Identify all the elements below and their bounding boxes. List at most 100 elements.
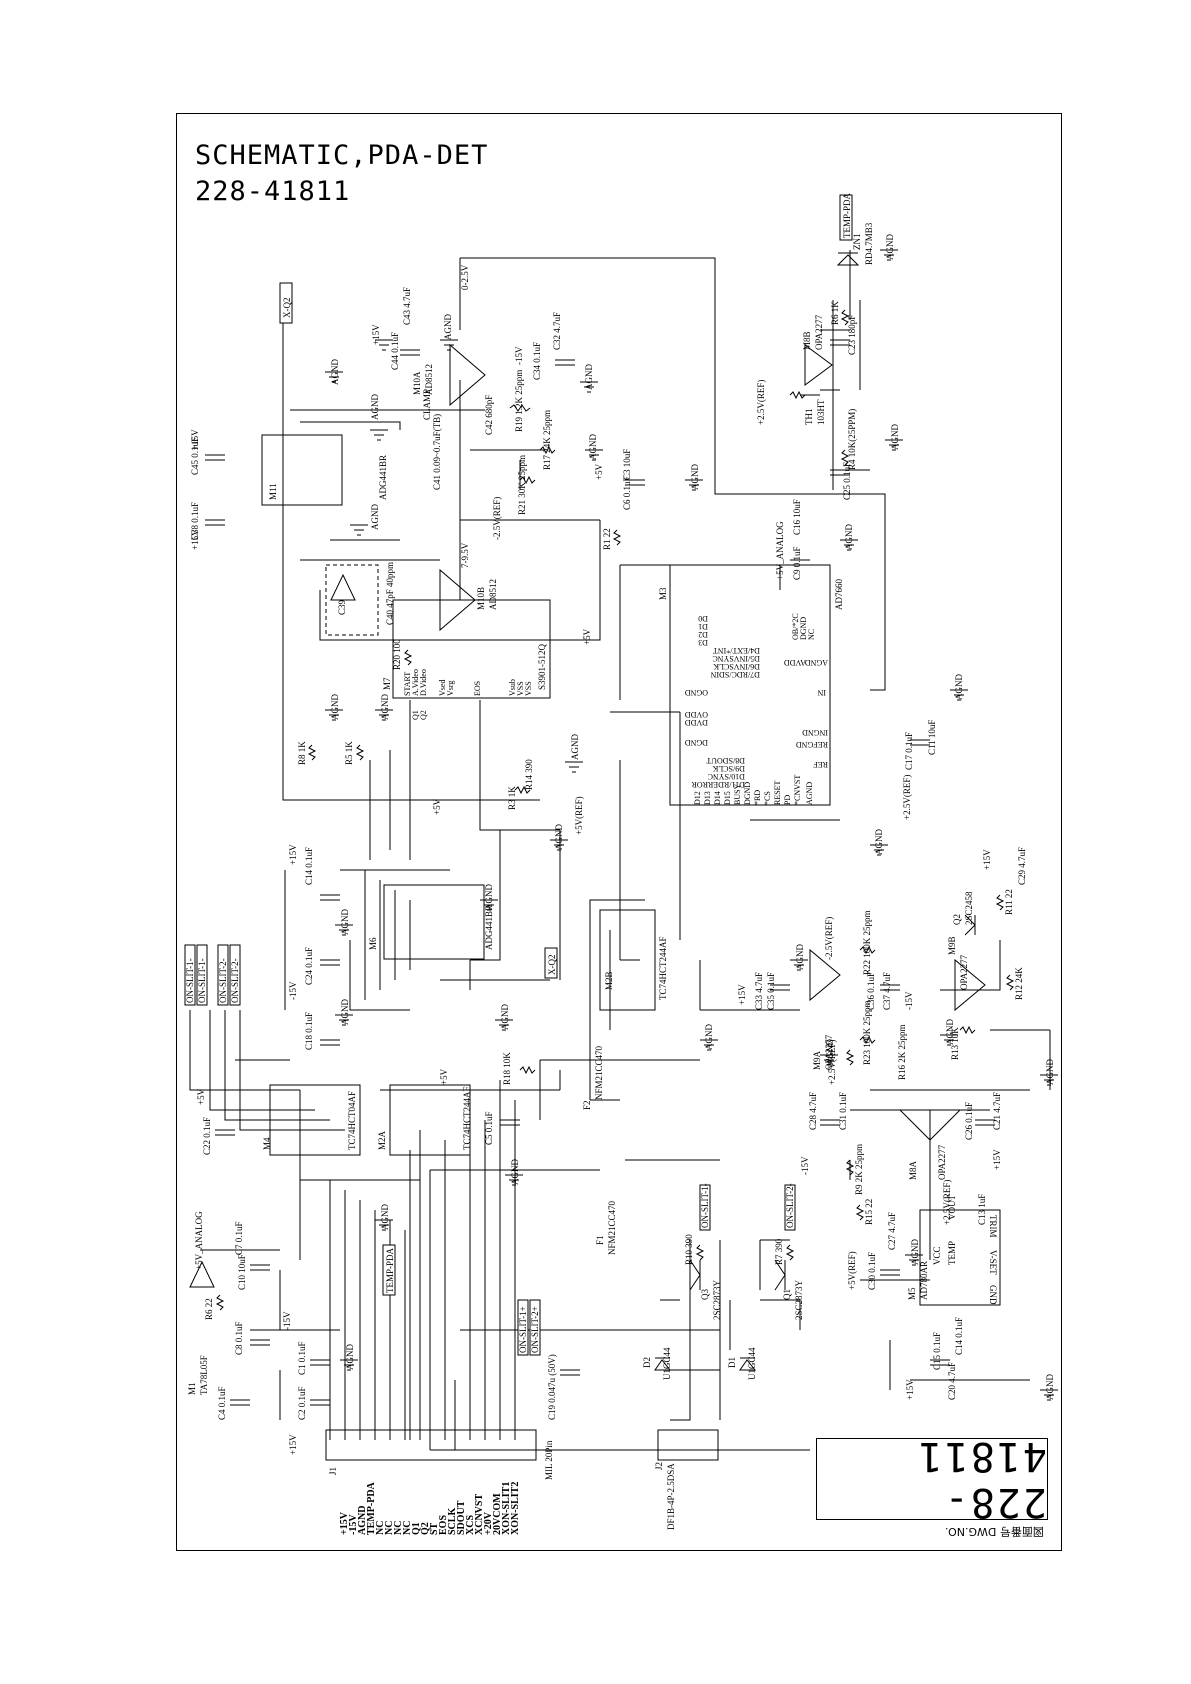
part-m7: S3901-512Q — [537, 643, 547, 690]
j1-pin-4: TEMP-PDA — [366, 1481, 377, 1535]
val-c5: C5 0.1uF — [484, 1111, 494, 1145]
label-m15v-4: -15V — [800, 1156, 810, 1175]
val-c22: C22 0.1uF — [202, 1117, 212, 1155]
val-c14b: C14 0.1uF — [954, 1317, 964, 1355]
title-line-1: SCHEMATIC,PDA-DET — [195, 140, 489, 171]
val-c36: C36 0.1uF — [866, 972, 876, 1010]
label-m25v-ref-1: -2.5V(REF) — [492, 497, 502, 540]
part-q1: 2SC2873Y — [794, 1279, 804, 1320]
ref-d2: D2 — [642, 1357, 652, 1368]
j1-pin-9: Q1 — [411, 1522, 422, 1535]
part-q2: 2SC2458 — [964, 891, 974, 925]
agnd-7: AGND — [690, 464, 700, 490]
m3-pin-in: IN — [817, 688, 826, 697]
m3-pin-refgnd: REFGND — [796, 740, 828, 749]
drawing-number-label: 図面番号 DWG.NO. — [945, 1525, 1044, 1538]
ref-m9a: M9A — [812, 1050, 822, 1070]
net-label-on-slit2-b: ON-SLIT-2- — [230, 958, 240, 1003]
part-th1: 103HT — [816, 399, 826, 425]
j1-pin-14: SDOUT — [456, 1500, 467, 1535]
m3-pin-ob2c: OB/*2C — [791, 613, 800, 640]
val-r23: R23 100K 25ppm — [862, 1000, 872, 1065]
ref-j2: J2 — [654, 1462, 664, 1470]
agnd-4: AGND — [443, 314, 453, 340]
ref-m11: M11 — [268, 483, 278, 500]
val-r8: R8 1K — [297, 741, 307, 765]
agnd-9: AGND — [954, 674, 964, 700]
val-c16: C16 10uF — [792, 499, 802, 535]
m3-pin-d12: D12 — [693, 791, 702, 805]
label-p5v-1: +5V — [594, 463, 604, 480]
val-c3: C3 10uF — [622, 449, 632, 480]
m7-pin-vsub: Vsub — [508, 679, 517, 696]
agnd-3: AGND — [370, 504, 380, 530]
val-c44: C44 0.1uF — [390, 332, 400, 370]
ref-q3: Q3 — [700, 1289, 710, 1300]
j1-pin-8: NC — [402, 1521, 413, 1535]
j1-pin-13: SCLK — [447, 1508, 458, 1535]
val-r16: R16 2K 25ppm — [897, 1024, 907, 1080]
val-r22: R22 100K 25ppm — [862, 910, 872, 975]
label-p5v-3: +5V — [439, 1068, 449, 1085]
j1-pin-19: XON-SLIT1 — [501, 1482, 512, 1535]
j1-pin-20: XON-SLIT2 — [510, 1482, 521, 1535]
ref-q2: Q2 — [952, 914, 962, 925]
m3-pin-d9: D9/SCLK — [712, 764, 745, 773]
m3-pin-d11: D11/RDERROR — [691, 780, 745, 789]
val-r17: R17 24K 25ppm — [542, 410, 552, 470]
m3-pin-ovdd: OVDD — [685, 710, 708, 719]
agnd-21: AGND — [510, 1159, 520, 1185]
val-c7: C7 0.1uF — [234, 1221, 244, 1255]
net-label-on-slit1-b: ON-SLIT-1- — [197, 958, 207, 1003]
val-c29: C29 4.7uF — [1017, 847, 1027, 885]
val-c6: C6 0.1uF — [622, 476, 632, 510]
part-m3: AD7660 — [834, 579, 844, 610]
val-c25: C25 0.1uF — [842, 462, 852, 500]
part-m9b: OPA2277 — [959, 954, 969, 990]
part-m8b: OPA2277 — [814, 314, 824, 350]
val-c37: C37 4.7uF — [882, 972, 892, 1010]
agnd-17: AGND — [340, 999, 350, 1025]
val-r6: R6 1K — [830, 301, 840, 325]
part-d2: U1GC44 — [662, 1347, 672, 1380]
drawing-title: SCHEMATIC,PDA-DET 228-41811 — [195, 138, 488, 210]
label-p25v-ref-3: +2.5V(REF) — [827, 1040, 837, 1085]
m3-pin-d6: D6/INVSCLK — [713, 662, 760, 671]
ref-m3: M3 — [658, 587, 668, 600]
ref-d1: D1 — [727, 1357, 737, 1368]
agnd-6: AGND — [588, 434, 598, 460]
val-r3: R3 1K — [507, 786, 517, 810]
j1-pin-10: Q2 — [420, 1522, 431, 1535]
val-c20: C20 4.7uF — [947, 1362, 957, 1400]
m3-pin-d10: D10/SYNC — [708, 772, 745, 781]
part-m2a: TC74HCT244AF — [462, 1086, 472, 1150]
val-c4: C4 0.1uF — [217, 1386, 227, 1420]
val-c2: C2 0.1uF — [297, 1386, 307, 1420]
part-d1: U1GC44 — [747, 1347, 757, 1380]
val-r18: R18 10K — [502, 1052, 512, 1085]
m7-pin-q1: Q1 — [411, 710, 420, 720]
m3-pin-busy: BUSY — [733, 783, 742, 805]
val-r13: R13 10K — [950, 1027, 960, 1060]
j1-pin-15: XCS — [465, 1515, 476, 1535]
ref-m10b: M10B — [476, 587, 486, 610]
title-block: 228-41811 図面番号 DWG.NO. — [810, 1432, 1056, 1550]
agnd-15: AGND — [484, 884, 494, 910]
val-c45: C45 0.1uF — [190, 437, 200, 475]
m7-pin-vsed: Vsed — [438, 680, 447, 696]
j1-pin-5: NC — [375, 1521, 386, 1535]
label-p15v-7: +15V — [992, 1149, 1002, 1170]
agnd-14: AGND — [874, 829, 884, 855]
net-label-on-slit2-plus: ON-SLIT-2+ — [530, 1306, 540, 1353]
m3-pin-avdd: AVDD — [784, 658, 806, 667]
part-m1: TA78L05F — [199, 1355, 209, 1395]
net-label-on-slit1-plus: ON-SLIT-1+ — [518, 1306, 528, 1353]
val-r15: R15 22 — [864, 1199, 874, 1225]
ref-th1: TH1 — [804, 409, 814, 426]
m3-pin-nc: NC — [807, 629, 816, 640]
agnd-24: AGND — [825, 1039, 835, 1065]
val-c41: C41 0.09~0.7uF(TB) — [432, 414, 442, 490]
m3-pin-cnvst: *CNVST — [793, 775, 802, 805]
agnd-27: AGND — [910, 1239, 920, 1265]
m3-pin-d0: D0 — [698, 614, 708, 623]
